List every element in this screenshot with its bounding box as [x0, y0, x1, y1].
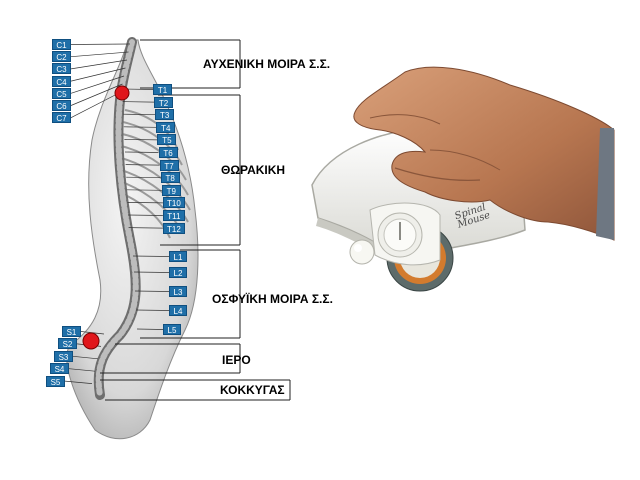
vertebra-label-s3: S3	[54, 350, 73, 362]
region-lumbar: ΟΣΦΥΪΚΗ ΜΟΙΡΑ Σ.Σ.	[212, 292, 333, 306]
vertebra-label-l4: L4	[169, 305, 187, 316]
region-cervical: ΑΥΧΕΝΙΚΗ ΜΟΙΡΑ Σ.Σ.	[203, 57, 331, 71]
leader-line-l1	[132, 255, 170, 257]
vertebra-label-c4: C4	[52, 75, 71, 87]
leader-line-c7	[70, 91, 122, 119]
leader-line-t9	[126, 189, 162, 191]
leader-line-l2	[133, 271, 170, 273]
leader-line-t3	[123, 113, 156, 116]
leader-line-c2	[70, 51, 129, 58]
vertebra-label-s4: S4	[50, 363, 69, 375]
vertebra-label-t1: T1	[153, 84, 172, 95]
vertebra-label-c6: C6	[52, 100, 71, 111]
vertebra-label-t5: T5	[157, 134, 177, 146]
leader-line-t4	[123, 126, 157, 128]
region-sacrum: ΙΕΡΟ	[222, 353, 251, 367]
leader-line-s4	[68, 368, 96, 372]
leader-line-c5	[70, 75, 125, 94]
vertebra-label-t7: T7	[159, 159, 179, 171]
leader-line-l4	[135, 309, 170, 311]
vertebra-label-t11: T11	[162, 210, 185, 221]
leader-line-c6	[70, 83, 123, 106]
hand	[353, 66, 615, 241]
vertebra-label-t2: T2	[154, 96, 174, 108]
vertebra-label-c5: C5	[52, 87, 71, 99]
leader-line-c1	[70, 43, 131, 45]
region-coccyx: ΚΟΚΚΥΓΑΣ	[220, 383, 285, 397]
leader-line-t6	[124, 151, 159, 153]
vertebra-label-s2: S2	[58, 338, 77, 350]
leader-line-t5	[124, 139, 158, 141]
vertebra-label-l2: L2	[169, 267, 187, 278]
vertebra-label-l5: L5	[163, 324, 181, 335]
leader-line-t11	[127, 214, 163, 216]
leader-line-t8	[126, 176, 161, 179]
vertebra-label-l3: L3	[169, 286, 187, 297]
vertebra-label-t3: T3	[155, 109, 175, 121]
vertebra-label-c3: C3	[52, 63, 71, 75]
leader-line-t10	[127, 202, 163, 204]
vertebra-label-c2: C2	[52, 51, 71, 63]
vertebra-label-t12: T12	[162, 222, 185, 234]
marker-s2	[82, 332, 100, 350]
leader-line-c4	[70, 67, 126, 82]
leader-line-t7	[125, 164, 160, 166]
vertebra-label-t10: T10	[162, 197, 185, 209]
vertebra-label-c1: C1	[52, 39, 71, 50]
leader-line-l5	[136, 328, 164, 330]
vertebra-label-t9: T9	[161, 184, 181, 196]
vertebra-label-c7: C7	[52, 112, 71, 124]
vertebra-label-s1: S1	[62, 326, 81, 337]
leader-line-t12	[128, 227, 163, 229]
leader-line-l3	[134, 290, 170, 292]
vertebra-label-t8: T8	[160, 172, 180, 184]
vertebra-label-s5: S5	[46, 375, 65, 387]
vertebra-label-t6: T6	[158, 147, 178, 158]
vertebra-label-l1: L1	[169, 251, 187, 262]
leader-line-t2	[122, 101, 155, 103]
leader-line-c3	[70, 59, 128, 70]
leader-line-s5	[64, 380, 93, 384]
marker-t1	[114, 85, 130, 101]
region-thoracic: ΘΩΡΑΚΙΚΗ	[221, 163, 286, 177]
leader-line-s3	[72, 355, 99, 360]
vertebra-label-t4: T4	[156, 121, 176, 133]
